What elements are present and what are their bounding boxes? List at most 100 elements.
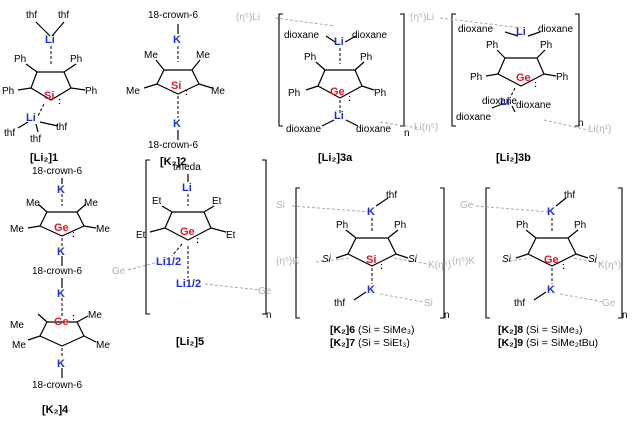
- substituent-ph: Ph: [374, 88, 387, 99]
- substituent-me: Me: [96, 340, 110, 351]
- bridge-k-eta5: K(η⁵): [428, 260, 452, 271]
- metal-k: K: [367, 284, 375, 296]
- bridge-k-eta5: K(η⁵): [598, 260, 622, 271]
- substituent-me: Me: [211, 86, 225, 97]
- caption-k2-7: [K₂]7 (Si = SiEt₃): [330, 337, 410, 349]
- ligand-thf: thf: [4, 128, 16, 139]
- caption-k2-2: [K₂]2: [160, 156, 187, 168]
- metal-li: Li: [26, 112, 36, 124]
- ligand-18-crown-6: 18-crown-6: [32, 266, 83, 277]
- substituent-si: Si: [502, 254, 511, 265]
- substituent-ph: Ph: [70, 54, 83, 65]
- substituent-me: Me: [26, 198, 40, 209]
- ligand-thf: thf: [58, 10, 70, 21]
- lone-pair-icon: :: [380, 261, 383, 271]
- metal-li: Li: [182, 182, 192, 194]
- ligand-thf: thf: [30, 134, 42, 145]
- bridge-eta5-li: (η⁵)Li: [410, 12, 435, 23]
- center-atom-ge: Ge: [544, 254, 559, 266]
- center-atom-si: Si: [366, 254, 377, 266]
- metal-k: K: [57, 288, 65, 300]
- lone-pair-icon: :: [348, 93, 351, 103]
- compound-li2-3a-bonds: [274, 13, 419, 129]
- substituent-me: Me: [12, 340, 26, 351]
- substituent-ph: Ph: [14, 54, 27, 65]
- lone-pair-icon: :: [72, 229, 75, 239]
- substituent-ph: Ph: [85, 86, 98, 97]
- ligand-dioxane: dioxane: [482, 96, 518, 107]
- lone-pair-icon: :: [534, 79, 537, 89]
- compound-k2-6-7-bonds: [291, 187, 445, 319]
- substituent-ph: Ph: [288, 88, 301, 99]
- substituent-et: Et: [226, 230, 236, 241]
- caption-k2-6: [K₂]6 (Si = SiMe₃): [330, 324, 415, 336]
- substituent-ph: Ph: [574, 220, 587, 231]
- metal-k: K: [57, 246, 65, 258]
- caption-li2-5: [Li₂]5: [176, 336, 205, 348]
- bridge-li-eta1: Li(η¹): [588, 124, 612, 135]
- ligand-18-crown-6: 18-crown-6: [148, 10, 199, 21]
- substituent-si: Si: [408, 254, 417, 265]
- metal-k: K: [547, 284, 555, 296]
- center-atom-ge: Ge: [516, 72, 531, 84]
- substituent-me: Me: [10, 224, 24, 235]
- compound-k2-4-bonds: [27, 178, 97, 378]
- metal-li-half: Li1/2: [156, 256, 182, 268]
- substituent-ph: Ph: [360, 52, 373, 63]
- substituent-si: Si: [322, 254, 331, 265]
- ligand-dioxane: dioxane: [538, 24, 574, 35]
- caption-li2-3b: [Li₂]3b: [496, 152, 531, 164]
- lone-pair-icon: :: [562, 261, 565, 271]
- center-atom-ge: Ge: [54, 316, 69, 328]
- ligand-thf: thf: [26, 10, 38, 21]
- metal-k: K: [367, 206, 375, 218]
- lone-pair-icon: :: [58, 96, 61, 106]
- metal-li: Li: [516, 26, 526, 38]
- substituent-me: Me: [126, 86, 140, 97]
- ligand-tmeda: tmeda: [173, 162, 201, 173]
- substituent-me: Me: [96, 224, 110, 235]
- bridge-si: Si: [424, 298, 433, 309]
- center-atom-ge: Ge: [330, 86, 345, 98]
- ligand-dioxane: dioxane: [516, 100, 552, 111]
- compound-li2-5-bonds: [127, 159, 267, 315]
- bridge-li-eta5: Li(η⁵): [414, 122, 439, 133]
- polymer-n: n: [266, 310, 272, 321]
- compound-li2-1-bonds: [17, 21, 86, 133]
- substituent-ph: Ph: [516, 220, 529, 231]
- polymer-n: n: [578, 118, 584, 129]
- ligand-dioxane: dioxane: [284, 30, 320, 41]
- center-atom-si: Si: [171, 80, 182, 92]
- caption-k2-8: [K₂]8 (Si = SiMe₃): [498, 324, 583, 336]
- substituent-ph: Ph: [394, 220, 407, 231]
- ligand-dioxane: dioxane: [458, 24, 494, 35]
- ligand-thf: thf: [386, 190, 398, 201]
- metal-k: K: [57, 184, 65, 196]
- ligand-dioxane: dioxane: [286, 124, 322, 135]
- ligand-dioxane: dioxane: [356, 124, 392, 135]
- bridge-eta5-k: (η⁵)K: [452, 256, 476, 267]
- lone-pair-icon: :: [185, 87, 188, 97]
- ligand-thf: thf: [564, 190, 576, 201]
- metal-k: K: [173, 34, 181, 46]
- substituent-me: Me: [84, 198, 98, 209]
- bridge-eta5-k: (η⁵)K: [276, 256, 300, 267]
- compound-li2-3b-bonds: [439, 13, 589, 131]
- metal-li: Li: [334, 110, 344, 122]
- bridge-ge: Ge: [258, 286, 272, 297]
- compound-k2-2-bonds: [143, 24, 213, 140]
- center-atom-ge: Ge: [180, 226, 195, 238]
- metal-k: K: [547, 206, 555, 218]
- bridge-ge: Ge: [112, 266, 126, 277]
- metal-li-half: Li1/2: [176, 278, 202, 290]
- metal-k: K: [57, 358, 65, 370]
- substituent-ph: Ph: [556, 72, 569, 83]
- substituent-si: Si: [588, 254, 597, 265]
- caption-k2-4: [K₂]4: [42, 404, 69, 416]
- polymer-n: n: [404, 128, 410, 139]
- center-atom-si: Si: [44, 90, 55, 102]
- substituent-ph: Ph: [2, 86, 15, 97]
- ligand-thf: thf: [56, 122, 68, 133]
- lone-pair-icon: :: [196, 235, 199, 245]
- polymer-n: n: [444, 310, 450, 321]
